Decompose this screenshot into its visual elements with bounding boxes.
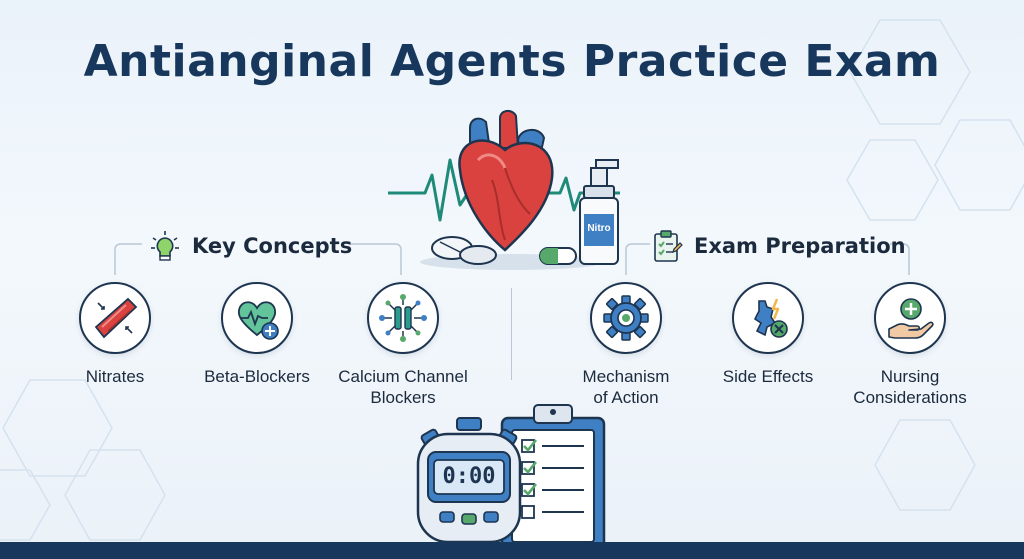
page-title: Antianginal Agents Practice Exam (83, 36, 941, 87)
exam-item-mechanism-of-action[interactable]: Mechanism of Action (536, 282, 716, 408)
nitro-spray-icon (579, 159, 619, 265)
concept-label: Nitrates (85, 367, 145, 386)
concept-item-nitrates[interactable]: Nitrates (25, 282, 205, 387)
section-divider (511, 288, 512, 380)
exam-preparation-title: Exam Preparation (694, 234, 906, 258)
footer-bar (0, 542, 1024, 559)
clipboard-check-icon (654, 230, 683, 262)
heart-icon (458, 110, 554, 252)
lightbulb-icon (151, 231, 179, 261)
exam-preparation-heading: Exam Preparation (650, 226, 906, 266)
concept-label: Calcium Channel Blockers (338, 367, 468, 407)
ion-channel-icon (379, 294, 427, 342)
exam-item-nursing-considerations[interactable]: Nursing Considerations (820, 282, 1000, 408)
exam-item-side-effects[interactable]: Side Effects (678, 282, 858, 387)
exam-label: Mechanism of Action (582, 367, 670, 407)
concept-item-beta-blockers[interactable]: Beta-Blockers (167, 282, 347, 387)
gear-icon (603, 295, 649, 341)
key-concepts-heading: Key Concepts (148, 226, 352, 266)
stopwatch-icon (416, 417, 522, 544)
timer-display: 0:00 (442, 464, 496, 489)
exam-label: Side Effects (722, 367, 814, 386)
heart-plus-icon (237, 301, 279, 340)
concept-label: Beta-Blockers (204, 367, 310, 386)
dilated-vessel-icon (94, 297, 138, 339)
ecg-line-icon (388, 158, 620, 222)
concept-item-calcium-channel-blockers[interactable]: Calcium Channel Blockers (313, 282, 493, 408)
nitro-spray-label: Nitro (587, 223, 611, 234)
exam-label: Nursing Considerations (853, 367, 967, 407)
checklist-clipboard-icon (500, 404, 606, 552)
side-effects-icon (753, 298, 788, 338)
key-concepts-title: Key Concepts (192, 234, 353, 258)
pill-icon (431, 236, 577, 265)
caring-hand-icon (888, 298, 934, 339)
